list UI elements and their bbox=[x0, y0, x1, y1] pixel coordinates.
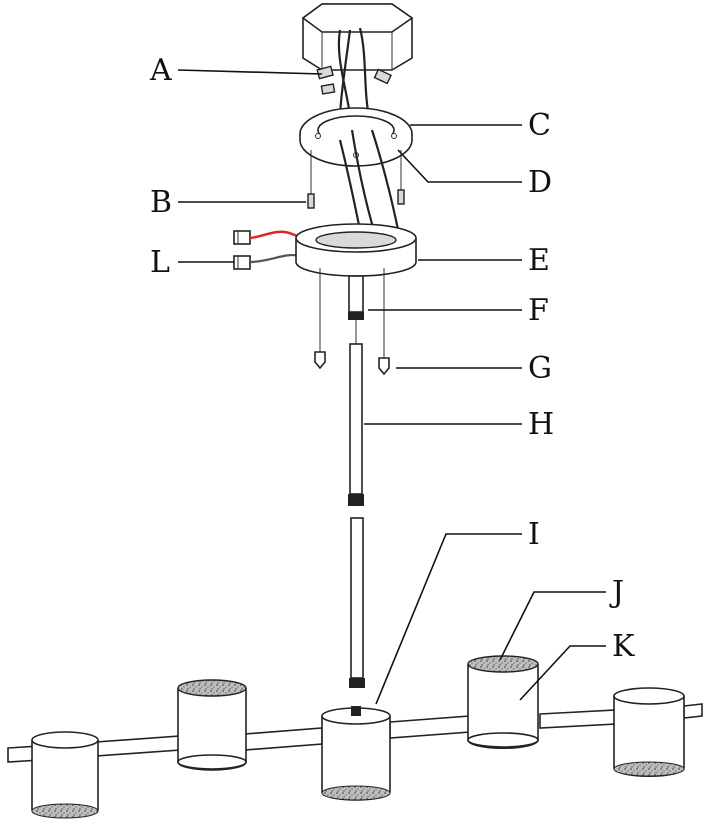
arm-bar bbox=[7, 703, 703, 763]
label-h: H bbox=[528, 407, 554, 442]
leader-lines bbox=[177, 69, 606, 705]
center-hub bbox=[321, 706, 391, 801]
lamp-shade-2 bbox=[177, 679, 247, 771]
lamp-shade-4 bbox=[613, 687, 685, 778]
label-j: J bbox=[609, 575, 624, 610]
label-a: A bbox=[149, 53, 172, 88]
coupler bbox=[348, 275, 364, 320]
label-l: L bbox=[150, 245, 170, 280]
label-i: I bbox=[528, 517, 540, 552]
bracket-screws bbox=[307, 150, 405, 209]
lamp-shade-1 bbox=[31, 731, 99, 819]
label-b: B bbox=[150, 185, 172, 220]
lamp-shade-3 bbox=[467, 655, 539, 750]
label-d: D bbox=[528, 165, 552, 200]
mounting-bracket bbox=[299, 107, 413, 251]
label-g: G bbox=[528, 351, 552, 386]
canopy bbox=[295, 223, 417, 277]
label-c: C bbox=[528, 108, 551, 143]
label-f: F bbox=[528, 293, 549, 328]
label-k: K bbox=[612, 629, 635, 664]
extension-rods bbox=[348, 320, 365, 688]
canopy-finials bbox=[314, 268, 390, 376]
label-e: E bbox=[528, 243, 550, 278]
wire-connectors bbox=[316, 65, 392, 95]
